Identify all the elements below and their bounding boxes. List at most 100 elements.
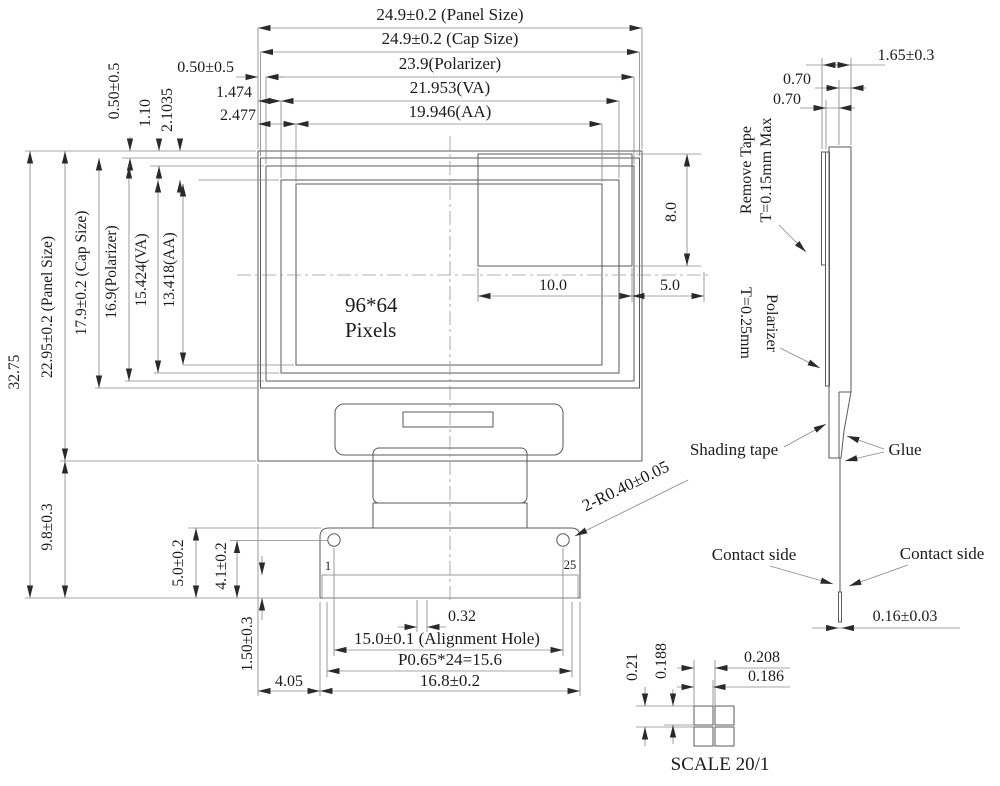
- screen-resolution-text: 96*64: [345, 293, 398, 317]
- svg-text:17.9±0.2 (Cap Size): 17.9±0.2 (Cap Size): [73, 211, 90, 336]
- pin-number-last: 25: [564, 558, 577, 572]
- dim-polarizer-offset-y: 1.10: [137, 99, 163, 180]
- svg-text:0.16±0.03: 0.16±0.03: [873, 608, 938, 625]
- dim-hatch-offset: 5.0: [632, 277, 704, 300]
- dim-pin-gap: 0.32: [398, 600, 476, 632]
- svg-text:T=0.15mm Max: T=0.15mm Max: [758, 117, 775, 222]
- pixel-cell: [714, 705, 735, 726]
- alignment-hole-left: [327, 533, 341, 547]
- svg-text:22.95±0.2 (Panel Size): 22.95±0.2 (Panel Size): [39, 236, 56, 378]
- svg-text:5.0±0.2: 5.0±0.2: [170, 539, 187, 586]
- screen-label: 96*64 Pixels: [345, 293, 398, 342]
- svg-text:Shading tape: Shading tape: [690, 440, 778, 459]
- dim-total-thickness: 1.65±0.3: [806, 47, 934, 69]
- note-polarizer: T=0.25mm Polarizer: [737, 287, 821, 369]
- dim-polarizer-width: 23.9(Polarizer): [266, 54, 634, 81]
- svg-text:0.188: 0.188: [653, 643, 670, 679]
- svg-text:15.0±0.1 (Alignment Hole): 15.0±0.1 (Alignment Hole): [354, 629, 540, 648]
- dim-connector-offset: 4.05: [257, 464, 320, 696]
- side-glass-stack: [821, 146, 852, 623]
- svg-text:P0.65*24=15.6: P0.65*24=15.6: [398, 650, 502, 669]
- svg-text:4.05: 4.05: [275, 673, 303, 690]
- left-top-extension-lines: [25, 150, 279, 181]
- svg-text:10.0: 10.0: [539, 277, 567, 294]
- detail-view: 0.21 0.188 0.208 0.186 SCALE 20/1: [624, 643, 790, 775]
- svg-text:Contact side: Contact side: [900, 544, 985, 563]
- svg-text:15.424(VA): 15.424(VA): [133, 233, 150, 306]
- dim-cap-offset-y: 0.50±0.5: [106, 63, 134, 172]
- dim-connector-height: 5.0±0.2: [170, 527, 321, 598]
- detail-extension-lines: [636, 660, 716, 728]
- side-polarizer-layer: [825, 151, 830, 387]
- svg-text:16.9(Polarizer): 16.9(Polarizer): [103, 225, 120, 318]
- dim-cap-size-height: 17.9±0.2 (Cap Size): [73, 158, 103, 388]
- svg-text:2.1035: 2.1035: [159, 88, 176, 132]
- corner-radius-note: 2-R0.40±0.05: [574, 457, 689, 537]
- side-glass-outline: [828, 146, 852, 459]
- svg-text:0.70: 0.70: [773, 91, 801, 108]
- dim-pixel-size-y: 0.188: [653, 643, 677, 744]
- svg-text:Glue: Glue: [888, 440, 921, 459]
- svg-text:0.70: 0.70: [783, 71, 811, 88]
- side-contact-segment: [838, 591, 842, 623]
- svg-text:24.9±0.2 (Cap Size): 24.9±0.2 (Cap Size): [382, 29, 519, 48]
- dim-total-height: 32.75: [6, 151, 34, 598]
- screen-pixels-text: Pixels: [345, 318, 396, 342]
- pin-number-first: 1: [325, 559, 331, 573]
- flex-wide-hatch: [334, 403, 564, 456]
- svg-text:23.9(Polarizer): 23.9(Polarizer): [399, 54, 501, 73]
- dim-pixel-pitch-x: 0.208: [677, 649, 790, 672]
- dim-alignment-hole-span: 15.0±0.1 (Alignment Hole): [333, 548, 564, 656]
- svg-text:1.10: 1.10: [137, 99, 154, 127]
- svg-text:19.946(AA): 19.946(AA): [409, 102, 492, 121]
- dim-aa-offset-x: 2.477: [220, 107, 296, 128]
- dim-flex-thickness: 0.16±0.03: [812, 608, 960, 632]
- note-shading-tape: Shading tape: [690, 423, 827, 459]
- dim-hole-to-edge: 4.1±0.2: [213, 540, 327, 598]
- svg-text:9.8±0.3: 9.8±0.3: [39, 503, 56, 551]
- dim-pin-pitch-total: P0.65*24=15.6: [326, 602, 573, 677]
- svg-text:Polarizer: Polarizer: [763, 294, 780, 352]
- dim-va-offset-x: 1.474: [216, 84, 281, 105]
- front-view: 96*64 Pixels 24.9±0.2 (Panel Size) 24.9±…: [6, 5, 712, 696]
- pixel-cell: [714, 726, 735, 747]
- flex-tail: [319, 403, 581, 599]
- remove-tape-hatch-area: [477, 153, 633, 267]
- svg-text:Remove Tape: Remove Tape: [738, 126, 755, 214]
- svg-text:0.32: 0.32: [448, 608, 476, 625]
- dim-panel-size-width: 24.9±0.2 (Panel Size): [258, 5, 642, 32]
- dim-va-width: 21.953(VA): [281, 78, 619, 105]
- svg-text:32.75: 32.75: [6, 354, 23, 389]
- dim-va-height: 15.424(VA): [133, 180, 162, 373]
- left-extension-lines: [25, 364, 319, 599]
- dim-aa-height: 13.418(AA): [161, 184, 187, 365]
- dim-connector-width: 16.8±0.2: [319, 602, 581, 696]
- dim-pixel-size-x: 0.186: [677, 668, 790, 691]
- svg-text:1.50±0.3: 1.50±0.3: [239, 616, 256, 671]
- flex-window: [402, 411, 494, 428]
- dim-glass2-thickness: 0.70: [783, 71, 866, 92]
- svg-text:5.0: 5.0: [660, 277, 680, 294]
- side-view: 1.65±0.3 0.70 0.70 Remove Tape T=0.15mm …: [690, 47, 985, 632]
- side-top-extension-lines: [821, 58, 852, 149]
- dim-aa-width: 19.946(AA): [296, 102, 602, 128]
- dim-tail-height: 9.8±0.3: [39, 461, 69, 598]
- svg-text:0.50±0.5: 0.50±0.5: [106, 63, 123, 120]
- dim-va-offset-y: 2.1035: [159, 88, 184, 194]
- dim-hatch-height: 8.0: [634, 153, 701, 267]
- svg-text:16.8±0.2: 16.8±0.2: [420, 671, 480, 690]
- dim-cap-size-width: 24.9±0.2 (Cap Size): [260, 29, 640, 56]
- svg-text:1.474: 1.474: [216, 84, 252, 101]
- svg-text:2.477: 2.477: [220, 107, 256, 124]
- svg-text:0.50±0.5: 0.50±0.5: [177, 59, 234, 76]
- dim-polarizer-offset-x: 0.50±0.5: [177, 59, 284, 81]
- scale-label: SCALE 20/1: [671, 754, 770, 775]
- dim-pixel-pitch-y: 0.21: [624, 653, 649, 746]
- dim-glass1-thickness: 0.70: [773, 91, 855, 112]
- note-contact-side-left: Contact side: [712, 545, 834, 585]
- svg-text:T=0.25mm: T=0.25mm: [737, 287, 754, 359]
- dim-pin-length: 1.50±0.3: [239, 556, 266, 672]
- alignment-hole-right: [556, 533, 570, 547]
- svg-text:Contact side: Contact side: [712, 545, 797, 564]
